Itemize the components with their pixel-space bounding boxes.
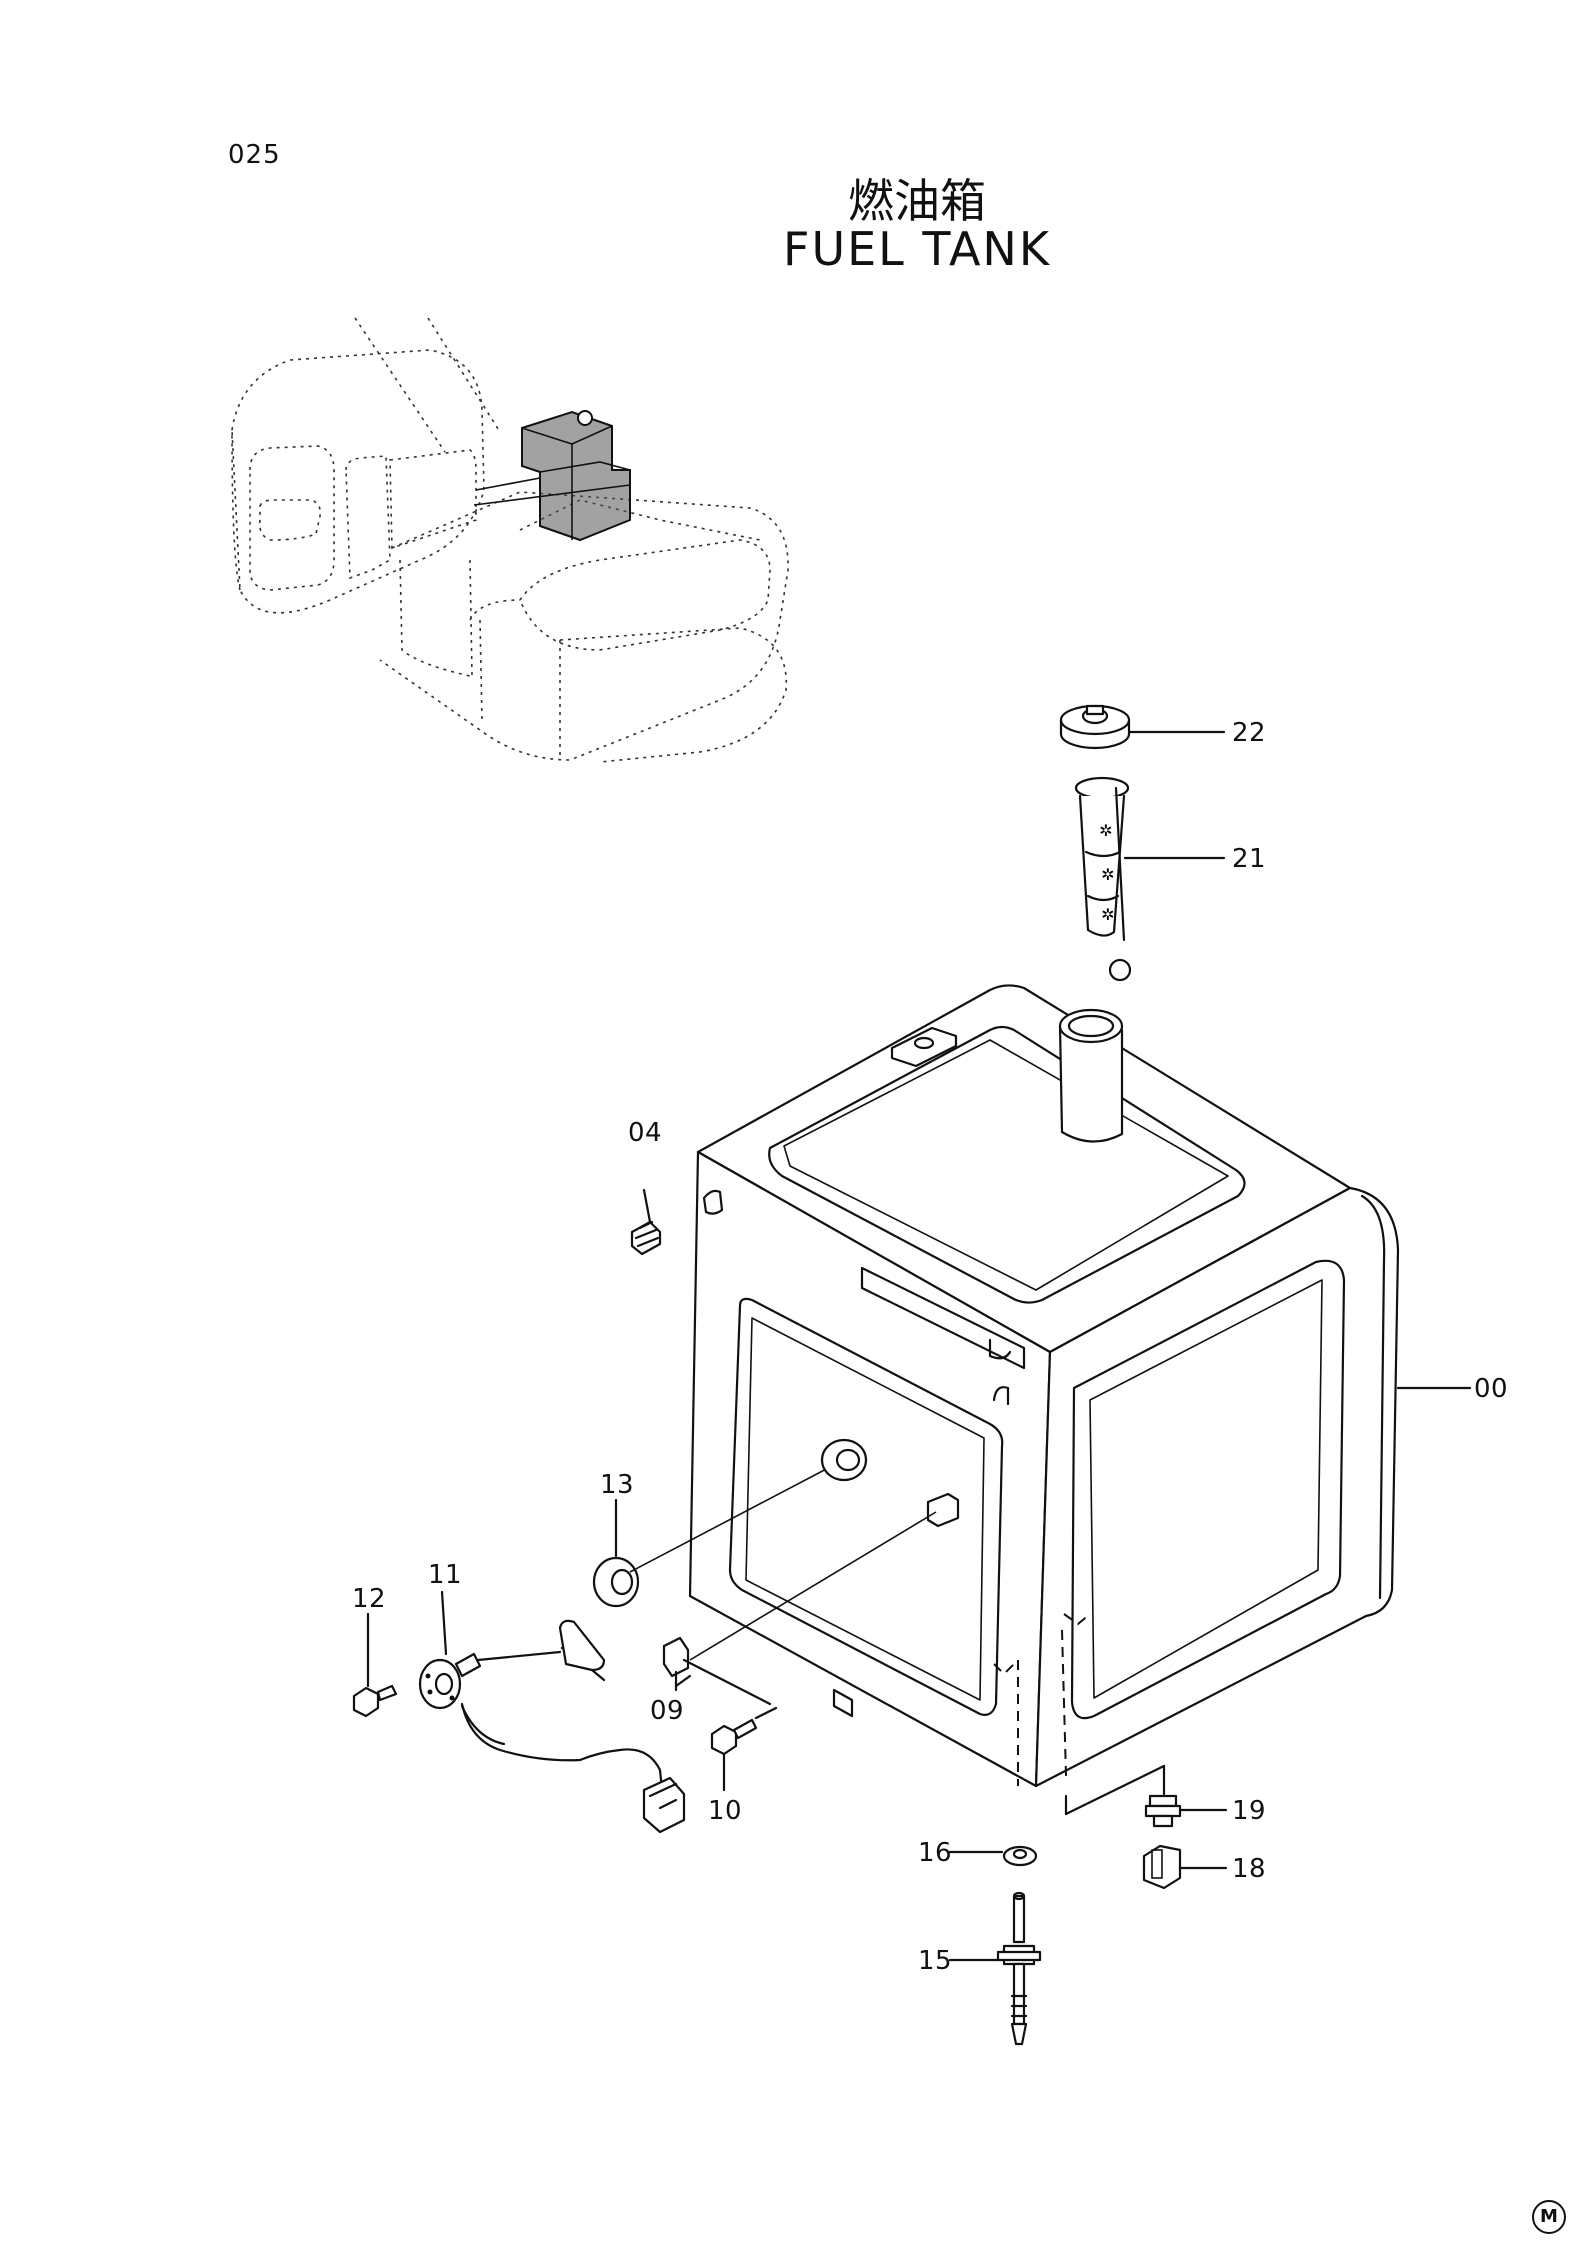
corner-m-mark: M — [1532, 2200, 1566, 2234]
page-number: 025 — [228, 140, 281, 170]
part-11-level-sensor — [418, 1590, 686, 1834]
callout-00: 00 — [1474, 1374, 1509, 1404]
callout-09: 09 — [650, 1696, 685, 1726]
part-21-strainer: ✲ ✲ ✲ — [1074, 776, 1226, 982]
part-09-clip — [662, 1636, 772, 1706]
leader-09-clip — [689, 1511, 937, 1661]
callout-21: 21 — [1232, 844, 1267, 874]
svg-text:✲: ✲ — [1101, 865, 1114, 884]
callout-04: 04 — [628, 1118, 663, 1148]
callout-11: 11 — [428, 1560, 463, 1590]
title-chinese: 燃油箱 — [848, 174, 986, 228]
callout-22: 22 — [1232, 718, 1267, 748]
tank-gauge-boss — [820, 1438, 868, 1482]
part-16-washer — [948, 1845, 1038, 1867]
callout-13: 13 — [600, 1470, 635, 1500]
part-15-drain-valve — [948, 1891, 1042, 2046]
callout-12: 12 — [352, 1584, 387, 1614]
callout-18: 18 — [1232, 1854, 1267, 1884]
callout-15: 15 — [918, 1946, 953, 1976]
title-english: FUEL TANK — [782, 222, 1051, 276]
callout-10: 10 — [708, 1796, 743, 1826]
callout-16: 16 — [918, 1838, 953, 1868]
callout-19: 19 — [1232, 1796, 1267, 1826]
part-12-bolt — [352, 1612, 398, 1718]
svg-text:✲: ✲ — [1101, 905, 1114, 924]
excavator-locator-sketch — [231, 317, 789, 763]
part-04-plug — [630, 1188, 662, 1256]
svg-text:✲: ✲ — [1099, 821, 1112, 840]
highlighted-fuel-tank — [473, 410, 631, 542]
part-19-fitting — [1064, 1764, 1228, 1828]
tank-clip — [926, 1492, 960, 1528]
part-13-ring — [592, 1465, 833, 1608]
part-18-coupling — [1142, 1844, 1228, 1890]
part-22-filler-cap — [1059, 704, 1226, 750]
fuel-tank-body — [688, 984, 1400, 1788]
part-10-bolt — [710, 1706, 778, 1792]
